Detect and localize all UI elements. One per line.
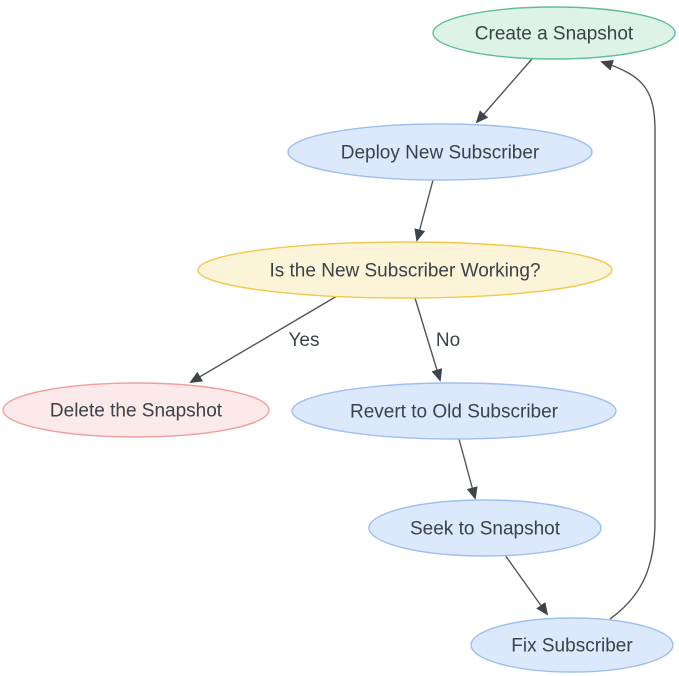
node-is-new-subscriber-working-label: Is the New Subscriber Working? [269, 261, 540, 282]
node-deploy-new-subscriber-shape [287, 123, 593, 181]
edge-label-yes: Yes [289, 330, 320, 351]
node-create-snapshot: Create a Snapshot [432, 6, 676, 60]
edge-create-to-deploy [475, 58, 533, 124]
node-fix-subscriber: Fix Subscriber [470, 617, 674, 673]
node-fix-subscriber-label: Fix Subscriber [511, 636, 633, 657]
node-delete-the-snapshot: Delete the Snapshot [2, 382, 270, 438]
edge-revert-to-seek [458, 438, 478, 500]
edge-label-no: No [436, 330, 460, 351]
node-revert-to-old-subscriber: Revert to Old Subscriber [291, 382, 617, 440]
node-delete-the-snapshot-shape [2, 382, 270, 438]
node-is-new-subscriber-working-shape [197, 241, 613, 299]
edge-working-to-delete-yes [189, 295, 338, 383]
node-deploy-new-subscriber: Deploy New Subscriber [287, 123, 593, 181]
edge-working-to-revert-no [414, 297, 443, 382]
node-fix-subscriber-shape [470, 617, 674, 673]
node-create-snapshot-shape [432, 6, 676, 60]
node-revert-to-old-subscriber-shape [291, 382, 617, 440]
edges [189, 58, 656, 620]
edge-deploy-to-working [414, 179, 434, 242]
node-seek-to-snapshot-label: Seek to Snapshot [410, 519, 561, 540]
node-create-snapshot-label: Create a Snapshot [475, 24, 634, 45]
edge-fix-to-create-loop [600, 59, 656, 620]
node-deploy-new-subscriber-label: Deploy New Subscriber [341, 143, 540, 164]
node-delete-the-snapshot-label: Delete the Snapshot [50, 401, 223, 422]
node-seek-to-snapshot-shape [368, 499, 602, 557]
node-seek-to-snapshot: Seek to Snapshot [368, 499, 602, 557]
node-is-new-subscriber-working: Is the New Subscriber Working? [197, 241, 613, 299]
edge-seek-to-fix [504, 554, 549, 616]
node-revert-to-old-subscriber-label: Revert to Old Subscriber [350, 402, 559, 423]
